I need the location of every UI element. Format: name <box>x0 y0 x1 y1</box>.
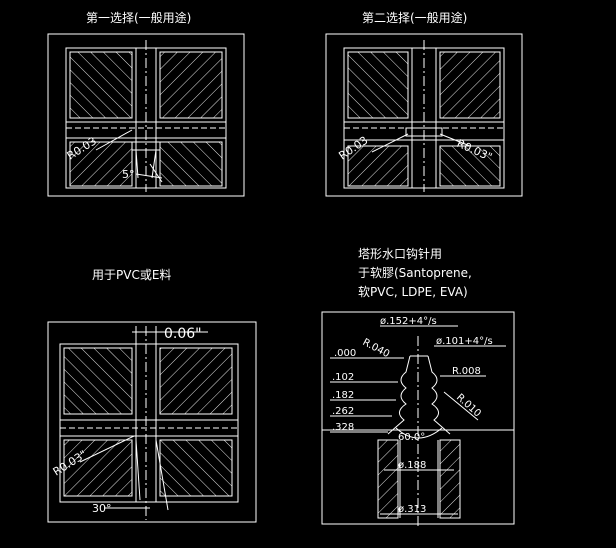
title-first-choice: 第一选择(一般用途) <box>86 11 192 25</box>
dim-d1-angle: 5° <box>122 168 135 181</box>
dim-d4-angle: 60.0° <box>398 432 425 443</box>
dim-d4-r010: R.010 <box>454 392 483 419</box>
gate-detail-pvc <box>47 321 257 523</box>
gate-detail-tower <box>321 311 515 528</box>
title-tower-line1: 塔形水口钩针用 <box>358 247 443 261</box>
dim-d4-z262: .262 <box>332 406 354 417</box>
dim-d4-r008: R.008 <box>452 366 481 377</box>
dim-d4-top-dia: ø.152+4°/s <box>380 316 437 327</box>
dim-d4-mid-dia: ø.101+4°/s <box>436 336 493 347</box>
dim-d3-angle: 30° <box>92 502 112 515</box>
gate-detail-second-choice <box>325 33 523 197</box>
dim-d3-width: 0.06" <box>164 326 202 342</box>
dim-d4-bottom: ø.313 <box>398 504 426 515</box>
dim-d4-z182: .182 <box>332 390 354 401</box>
dim-d4-z000: .000 <box>334 348 356 359</box>
dim-d4-z102: .102 <box>332 372 354 383</box>
title-pvc: 用于PVC或E料 <box>92 268 172 282</box>
gate-detail-first-choice <box>47 33 245 197</box>
title-tower-line3: 软PVC, LDPE, EVA) <box>358 285 468 299</box>
dim-d4-z328: .328 <box>332 422 354 433</box>
title-second-choice: 第二选择(一般用途) <box>362 11 468 25</box>
dim-d4-bore: ø.188 <box>398 460 426 471</box>
title-tower-line2: 于软膠(Santoprene, <box>358 266 472 280</box>
dim-d4-r040: R.040 <box>361 337 392 360</box>
